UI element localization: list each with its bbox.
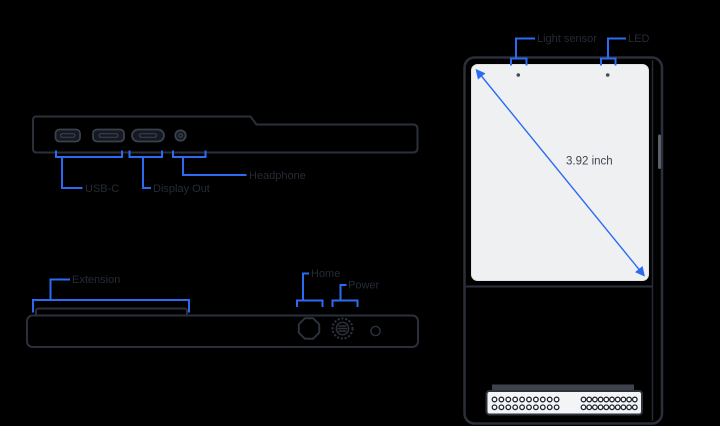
headphone-jack-hole [178,133,183,138]
connector-pin [532,396,539,403]
connector-pin [631,396,638,403]
connector-pin [519,396,526,403]
reset-hole [370,325,381,337]
connector-pin [603,404,610,411]
connector-pin [614,404,621,411]
power-leader [339,284,347,301]
usb-c-leader [61,157,83,189]
connector-pin [539,396,546,403]
extension-connector [485,390,643,416]
power-button [331,317,354,340]
usb-c-port-2 [92,128,125,143]
connector-pins [491,396,638,411]
bottom-view: Extension Home Power [26,268,419,348]
connector-pin [626,396,633,403]
connector-pin [591,404,598,411]
headphone-bracket [172,150,207,158]
display-out-bracket [128,150,163,158]
power-button-inner [335,321,350,336]
light-sensor-label: Light sensor [537,33,597,45]
display-out-leader [142,157,151,189]
home-label: Home [311,268,340,280]
power-bracket [331,299,359,307]
connector-pin [505,404,512,411]
side-button-slot [658,134,661,169]
usb-c-bracket [55,150,123,158]
light-sensor-leader [515,37,535,59]
screen-diagonal-label: 3.92 inch [566,156,613,168]
connector-pin [620,404,627,411]
home-bracket [296,299,324,307]
usb-c-port-1-slot [59,133,76,138]
connector-pin [609,404,615,411]
connector-pin [626,404,633,411]
led-dot [605,73,610,77]
connector-pin [498,404,505,411]
connector-pin [586,404,593,411]
usb-c-label: USB-C [85,183,119,195]
connector-pin [597,404,604,411]
headphone-jack [174,129,187,142]
bottom-view-outline [26,314,419,348]
front-view: 3.92 inch Light sensor LED [463,33,664,425]
usb-c-port-1 [54,128,81,143]
front-view-body [463,56,664,425]
connector-pin [631,404,638,411]
display-out-port [131,128,165,143]
top-view-outline [32,115,419,154]
top-view: USB-C Display Out Headphone [32,115,419,195]
extension-cover-plate [35,307,188,316]
extension-label: Extension [72,274,120,286]
connector-pin [580,404,587,411]
extension-leader [49,278,70,300]
power-button-grooves [337,325,348,332]
display-out-port-slot [138,133,158,138]
connector-pin [512,404,519,411]
connector-pin [498,396,505,403]
connector-pin [505,396,512,403]
connector-pin [491,404,498,411]
connector-pin [532,404,539,411]
extension-bracket [32,299,190,313]
display-out-label: Display Out [153,183,210,195]
connector-pin [620,396,627,403]
usb-c-port-2-slot [98,133,119,138]
headphone-label: Headphone [249,170,306,182]
connector-pin [553,396,560,403]
connector-pin [519,404,526,411]
headphone-leader [182,157,247,176]
connector-pin [491,396,498,403]
power-label: Power [348,280,380,292]
connector-pin [546,396,553,403]
light-sensor-bracket [510,57,528,66]
connector-pin [609,396,615,403]
diagonal-measurement-line [475,68,645,277]
led-label: LED [628,33,649,45]
connector-pin [597,396,604,403]
connector-pin [512,396,519,403]
connector-recess [492,384,634,392]
home-button [297,317,321,340]
led-leader [607,37,626,59]
connector-pin [526,404,532,411]
connector-pin [586,396,593,403]
connector-pin [526,396,532,403]
connector-pin [580,396,587,403]
light-sensor-dot [516,73,521,77]
connector-pin [539,404,546,411]
connector-pin [614,396,621,403]
connector-pin [553,404,560,411]
connector-pin [591,396,598,403]
home-leader [302,272,309,301]
connector-pin [603,396,610,403]
connector-pin [546,404,553,411]
